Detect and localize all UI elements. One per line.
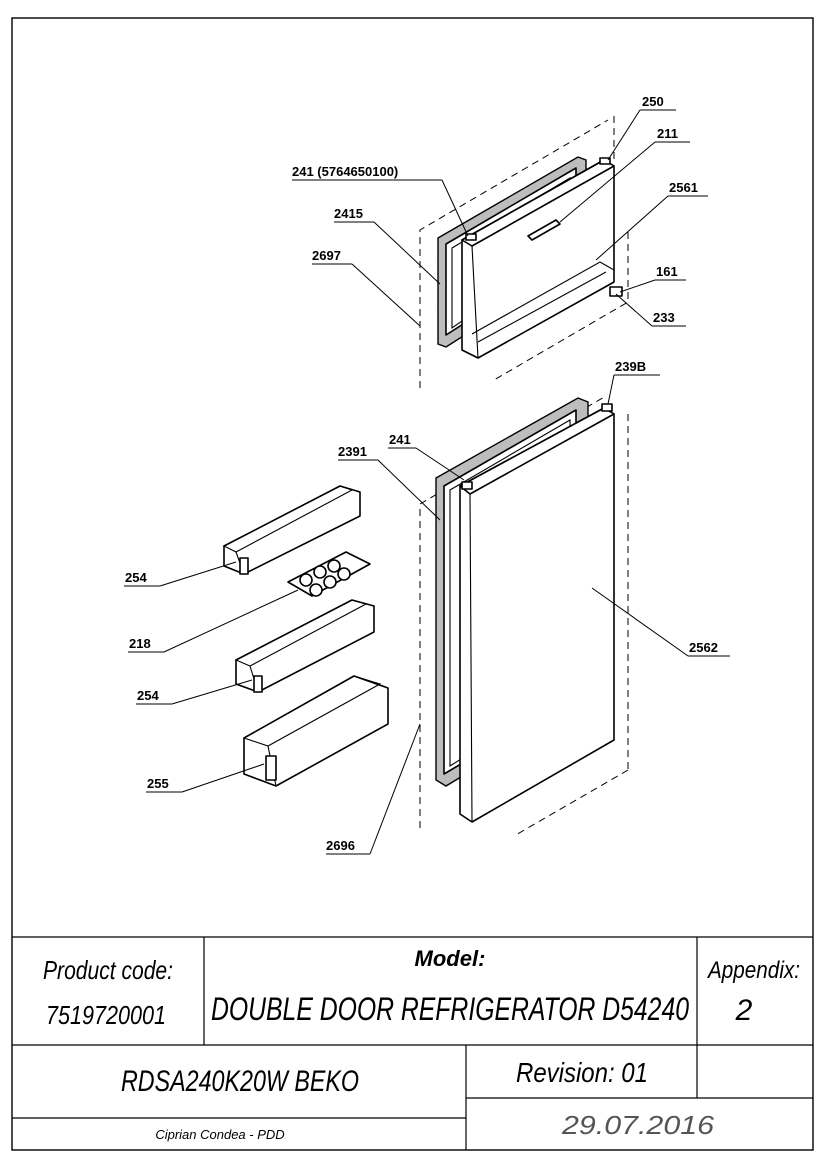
revision: Revision: 01 [516,1057,648,1088]
model-name: DOUBLE DOOR REFRIGERATOR D54240 [211,991,689,1027]
sheet-frame [11,17,814,1151]
door-shelf-255 [242,675,389,787]
hinge-241-bottom [461,481,473,490]
door-shelf-254-lower [234,599,375,693]
label-241: 241 [389,432,411,447]
hinge-250 [599,157,611,165]
product-code-label: Product code: [43,955,173,985]
fridge-door-panel [459,403,615,823]
model-code: RDSA240K20W BEKO [121,1065,359,1098]
model-label: Model: [415,946,486,971]
hinge-241-top [465,233,477,241]
label-2562: 2562 [689,640,718,655]
hinge-239b [601,403,613,412]
label-254-lower: 254 [137,688,159,703]
freezer-door-assembly [419,116,629,388]
label-2561: 2561 [669,180,698,195]
appendix-number: 2 [735,994,753,1027]
label-211: 211 [657,126,678,141]
label-2415: 2415 [334,206,363,221]
label-2697: 2697 [312,248,341,263]
appendix-label: Appendix: [706,957,800,984]
label-218: 218 [129,636,151,651]
freezer-handle [527,219,561,241]
label-2391: 2391 [338,444,367,459]
product-code-value: 7519720001 [46,1000,166,1030]
label-2696: 2696 [326,838,355,853]
label-250: 250 [642,94,664,109]
title-block: Product code: 7519720001 Model: DOUBLE D… [12,936,813,1150]
door-shelf-254-upper [222,485,361,575]
fridge-door-assembly [419,395,629,837]
egg-tray-218 [287,551,371,597]
label-254-upper: 254 [125,570,147,585]
label-239b: 239B [615,359,646,374]
label-241-part-number: 241 (5764650100) [292,164,398,179]
part-labels: 250 211 241 (5764650100) 2561 2415 2697 … [125,94,718,853]
author: Ciprian Condea - PDD [155,1127,284,1142]
drawing-date: 29.07.2016 [561,1110,715,1140]
label-161: 161 [656,264,678,279]
label-233: 233 [653,310,675,325]
label-255: 255 [147,776,169,791]
leader-lines [124,109,730,855]
freezer-door-panel [461,157,623,359]
